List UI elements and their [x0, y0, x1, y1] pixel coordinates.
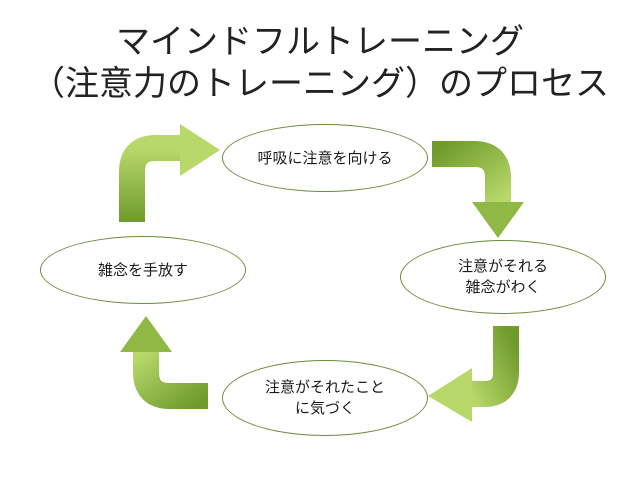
title-line-1: マインドフルトレーニング: [116, 22, 524, 62]
cycle-step-2: 注意がそれる 雑念がわく: [400, 240, 606, 314]
cycle-step-2-label-line-1: 注意がそれる: [457, 257, 548, 275]
cycle-step-3-label-line-1: 注意がそれたこと: [264, 378, 385, 396]
arrow-to-step-1: [119, 124, 220, 222]
cycle-step-4-label: 雑念を手放す: [97, 260, 188, 279]
cycle-step-1-label: 呼吸に注意を向ける: [257, 148, 393, 167]
cycle-step-3: 注意がそれたこと に気づく: [222, 360, 428, 436]
cycle-step-1: 呼吸に注意を向ける: [222, 124, 428, 192]
arrow-to-step-3: [428, 326, 519, 422]
arrow-to-step-2: [432, 141, 524, 238]
arrow-to-step-4: [120, 316, 208, 409]
cycle-step-4: 雑念を手放す: [40, 236, 246, 304]
title-line-2: （注意力のトレーニング）のプロセス: [31, 64, 609, 104]
cycle-step-2-label-line-2: 雑念がわく: [465, 278, 541, 296]
cycle-step-3-label-line-2: に気づく: [294, 399, 355, 417]
